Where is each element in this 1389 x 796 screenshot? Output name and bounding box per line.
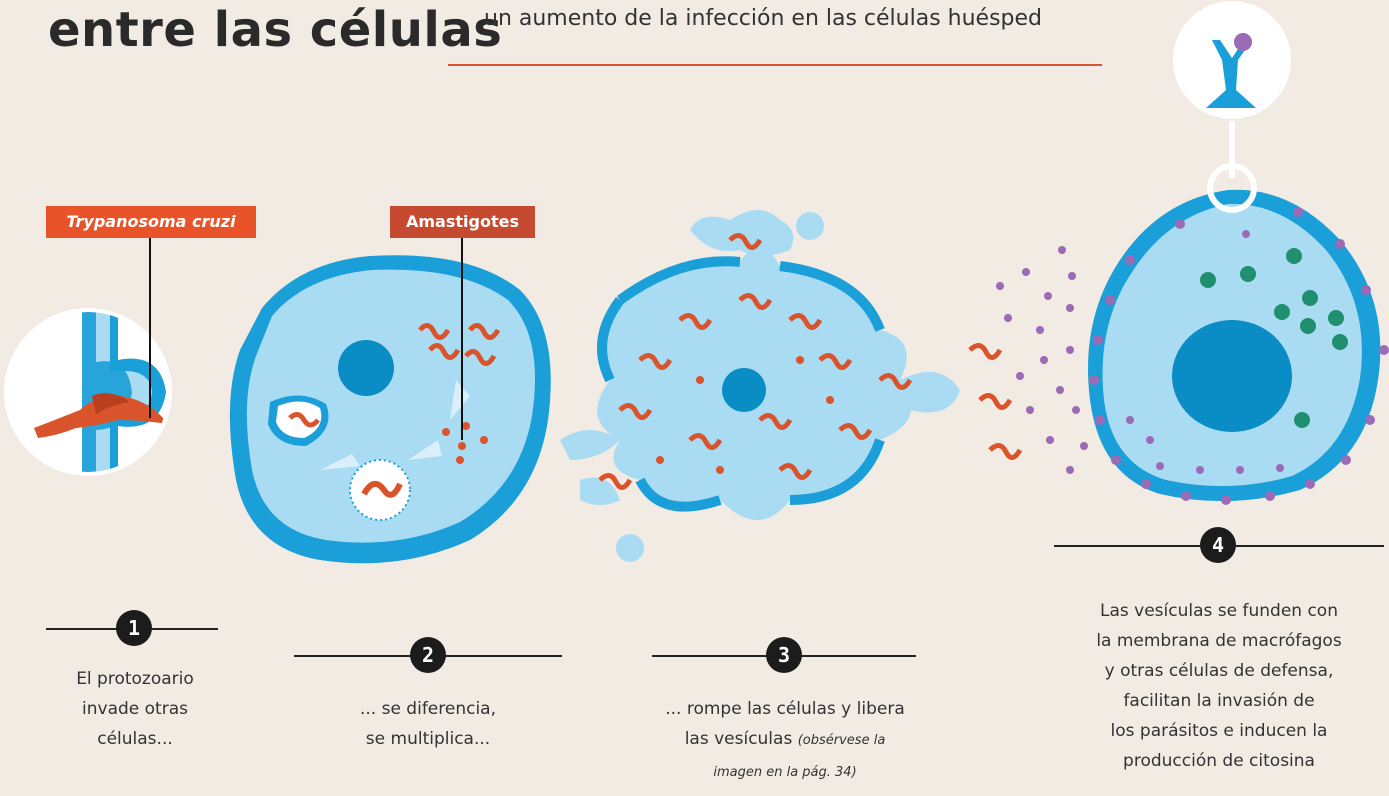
step-3-note: (obsérvese la [797,733,886,748]
step-4-badge: 4 [1200,527,1236,563]
step-1-line: invade otras [82,699,188,719]
page-subtitle: un aumento de la infección en las célula… [484,6,1043,31]
step-2-line: se multiplica... [365,729,491,749]
trypanosoma-label: Trypanosoma cruzi [46,206,256,238]
step-4-line: facilitan la invasión de [1123,691,1315,711]
step-1-line: células... [97,729,173,749]
step-3-line: las vesículas [684,729,793,749]
stage-1-illustration [4,308,172,476]
nucleus [1172,320,1292,432]
step-4-line: la membrana de macrófagos [1096,631,1342,651]
page-title: entre las células [48,2,503,58]
subtitle-rule [448,64,1102,66]
step-3-caption: ... rompe las células y libera las vesíc… [640,694,930,788]
amastigotes-label: Amastigotes [390,206,535,238]
step-4-line: los parásitos e inducen la [1110,721,1328,741]
stage-3-ruptured-cell [560,210,1023,562]
step-1-line: El protozoario [76,669,194,689]
nucleus [722,368,766,412]
stage-4-macrophage [996,0,1389,505]
nucleus [338,340,394,396]
step-3-note: imagen en la pág. 34) [713,765,857,780]
step-4-caption: Las vesículas se funden con la membrana … [1066,596,1372,776]
step-2-badge: 2 [410,637,446,673]
step-4-line: producción de citosina [1123,751,1315,771]
step-3-line: ... rompe las células y libera [665,699,905,719]
step-4-line: Las vesículas se funden con [1100,601,1338,621]
step-3-badge: 3 [766,637,802,673]
step-1-caption: El protozoario invade otras células... [40,664,230,754]
trypanosoma-body [34,395,168,438]
step-1-badge: 1 [116,610,152,646]
step-4-line: y otras células de defensa, [1104,661,1334,681]
step-2-caption: ... se diferencia, se multiplica... [318,694,538,754]
stage-2-cell [229,255,551,564]
vesicles [996,246,1088,474]
step-2-line: ... se diferencia, [359,699,497,719]
